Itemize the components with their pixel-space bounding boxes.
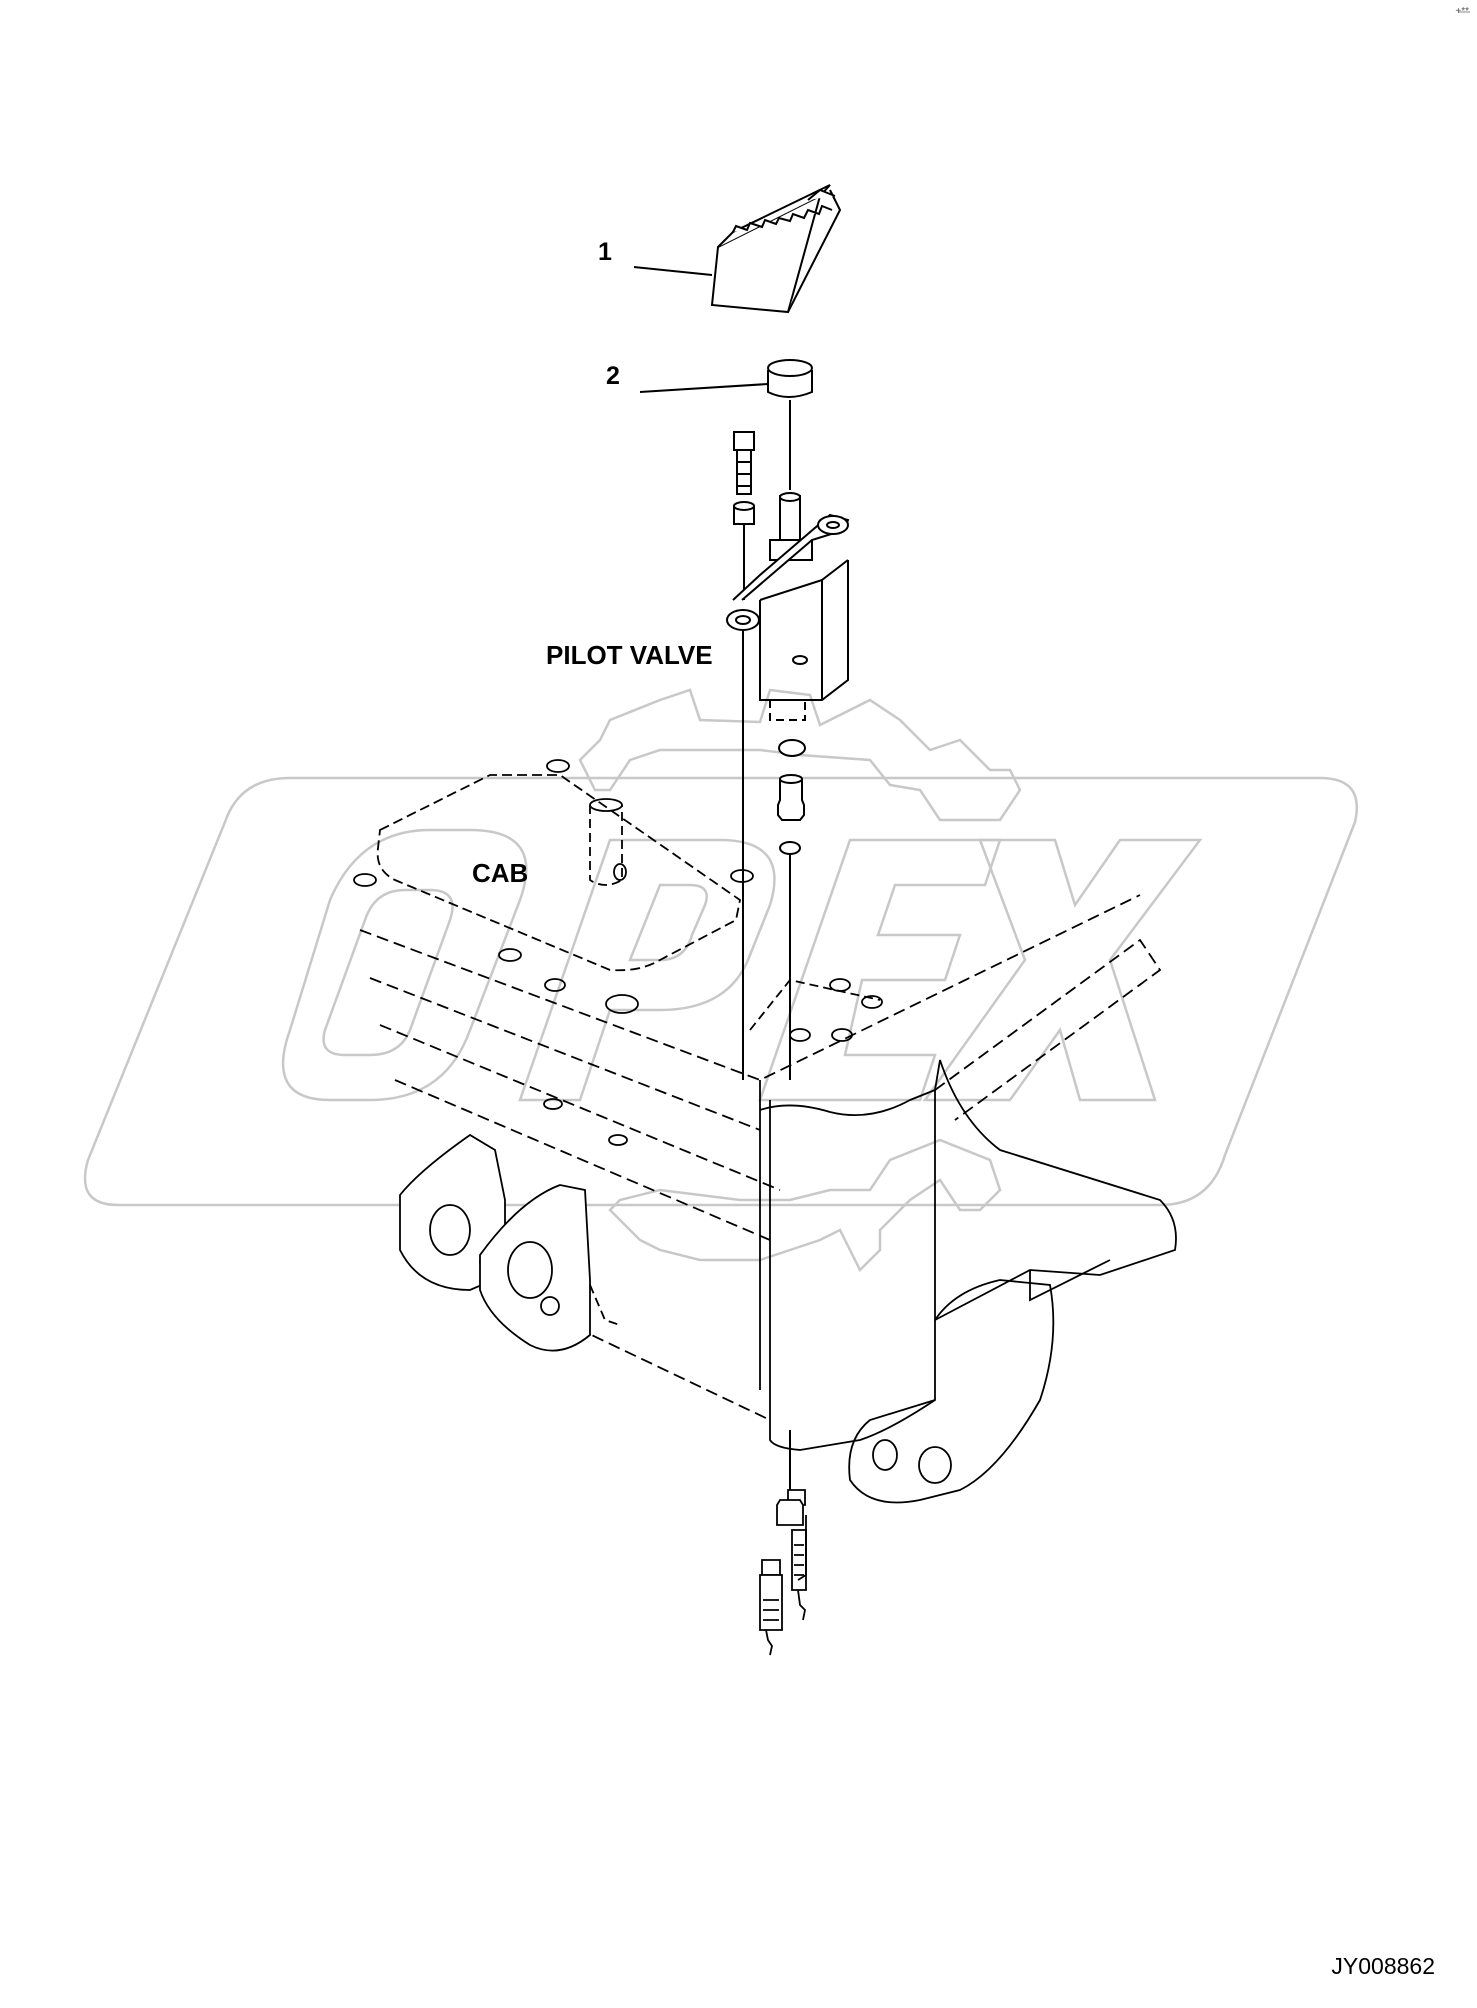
watermark-frame-outline: [83, 776, 1358, 1207]
part-2-collar: [639, 359, 813, 490]
watermark-gear-outline: [578, 688, 1022, 822]
corner-mark: +**: [1455, 6, 1469, 17]
pilot-valve-body: [726, 492, 850, 721]
opex-watermark: [83, 688, 1358, 1273]
left-lug-brackets: [399, 1133, 621, 1352]
bolt-and-washer: [733, 431, 755, 600]
watermark-letter-o: [281, 828, 528, 1102]
fittings-and-lines: [742, 630, 806, 1490]
drawing-code: JY008862: [1331, 1953, 1435, 1979]
watermark-letter-e: [758, 838, 1002, 1102]
watermark-letter-p: [518, 838, 776, 1102]
pilot-valve-label: PILOT VALVE: [546, 640, 713, 670]
cab-floor: [353, 759, 754, 1014]
machine-frame: [359, 894, 1177, 1504]
part-1-pedal-cover: [633, 184, 842, 314]
callout-number-2: 2: [606, 362, 620, 390]
callout-number-1: 1: [598, 238, 612, 266]
cab-label: CAB: [472, 858, 529, 888]
lower-hose-fittings: [759, 1489, 807, 1656]
watermark-letter-x: [922, 838, 1203, 1102]
